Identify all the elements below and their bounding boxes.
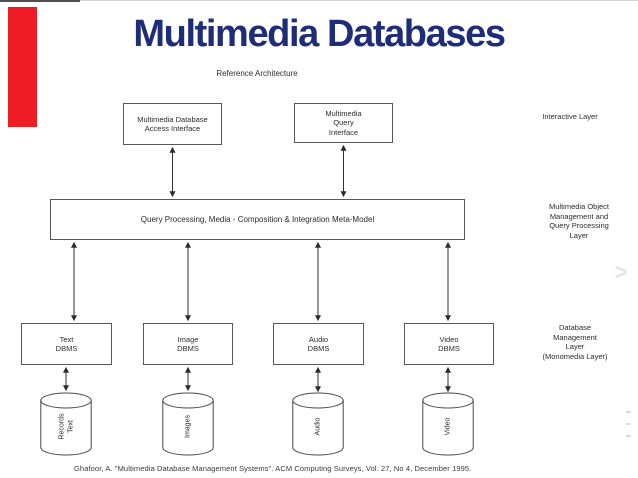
box-label-line: Query — [333, 118, 354, 128]
query-processing-meta-model-box: Query Processing, Media - Composition & … — [50, 199, 465, 240]
diagram-subtitle: Reference Architecture — [216, 69, 298, 78]
box-label-line: Audio — [308, 334, 329, 344]
store-label-line: Audio — [314, 417, 322, 436]
layer-label-line: Layer — [565, 342, 585, 351]
box-label-line: Interface — [328, 127, 359, 137]
store-label-line: Images — [184, 415, 192, 438]
store-label: Images — [161, 401, 216, 453]
box-label-line: DBMS — [307, 344, 330, 353]
ellipsis-dot — [626, 435, 631, 437]
layer-label-line: Database — [558, 323, 592, 332]
records-text-store-cylinder: Records Text — [40, 392, 92, 456]
layer-label-line: Management and — [549, 211, 609, 221]
store-label-line: Text — [67, 420, 74, 433]
next-chevron-icon[interactable]: > — [614, 259, 628, 286]
layer-label-line: (Monomedia Layer) — [542, 351, 608, 361]
layer-label-line: Multimedia Object — [548, 202, 610, 211]
video-dbms-box: Video DBMS — [404, 323, 494, 365]
citation-text: Ghafoor, A. "Multimedia Database Managem… — [74, 464, 472, 473]
box-label-line: DBMS — [438, 344, 460, 353]
layer-label-interactive: Interactive Layer — [510, 112, 630, 122]
text-dbms-box: Text DBMS — [21, 323, 112, 365]
box-label-line: Text — [59, 334, 74, 344]
red-accent-bar — [8, 7, 37, 127]
multimedia-query-interface-box: Multimedia Query Interface — [294, 103, 393, 143]
store-label-line: Video — [444, 417, 452, 436]
layer-label-line: Interactive Layer — [542, 112, 598, 121]
box-label-line: Video — [439, 334, 459, 344]
top-border-line — [0, 0, 638, 1]
layer-label-database-management: Database Management Layer (Monomedia Lay… — [515, 323, 635, 361]
database-cylinder-icon — [422, 392, 474, 456]
database-cylinder-icon — [292, 392, 344, 456]
layer-label-line: Query Processing — [549, 221, 609, 230]
ellipsis-dot — [626, 411, 631, 413]
box-label-line: Image — [177, 334, 199, 344]
box-label-line: Query Processing, Media - Composition & … — [140, 214, 375, 224]
audio-store-cylinder: Audio — [292, 392, 344, 456]
database-cylinder-icon — [162, 392, 214, 456]
video-store-cylinder: Video — [422, 392, 474, 456]
vertical-ellipsis-icon[interactable] — [626, 411, 631, 437]
slide-title: Multimedia Databases — [133, 13, 506, 55]
layer-label-object-management: Multimedia Object Management and Query P… — [519, 202, 638, 240]
store-label: Video — [421, 401, 476, 453]
layer-label-line: Management — [553, 332, 597, 342]
box-label-line: DBMS — [55, 344, 78, 353]
audio-dbms-box: Audio DBMS — [273, 323, 364, 365]
box-label-line: Multimedia Database — [137, 114, 208, 124]
box-label-line: Access Interface — [144, 124, 201, 133]
box-label-line: DBMS — [177, 344, 199, 353]
multimedia-database-access-interface-box: Multimedia Database Access Interface — [123, 103, 222, 145]
image-dbms-box: Image DBMS — [143, 323, 233, 365]
images-store-cylinder: Images — [162, 392, 214, 456]
box-label-line: Multimedia — [325, 108, 362, 118]
ellipsis-dot — [626, 423, 631, 425]
store-label: Records Text — [39, 401, 94, 453]
layer-label-line: Layer — [569, 230, 589, 240]
top-border-segment — [0, 0, 80, 2]
database-cylinder-icon — [40, 392, 92, 456]
store-label-line: Records — [58, 413, 65, 440]
store-label: Audio — [291, 401, 346, 453]
